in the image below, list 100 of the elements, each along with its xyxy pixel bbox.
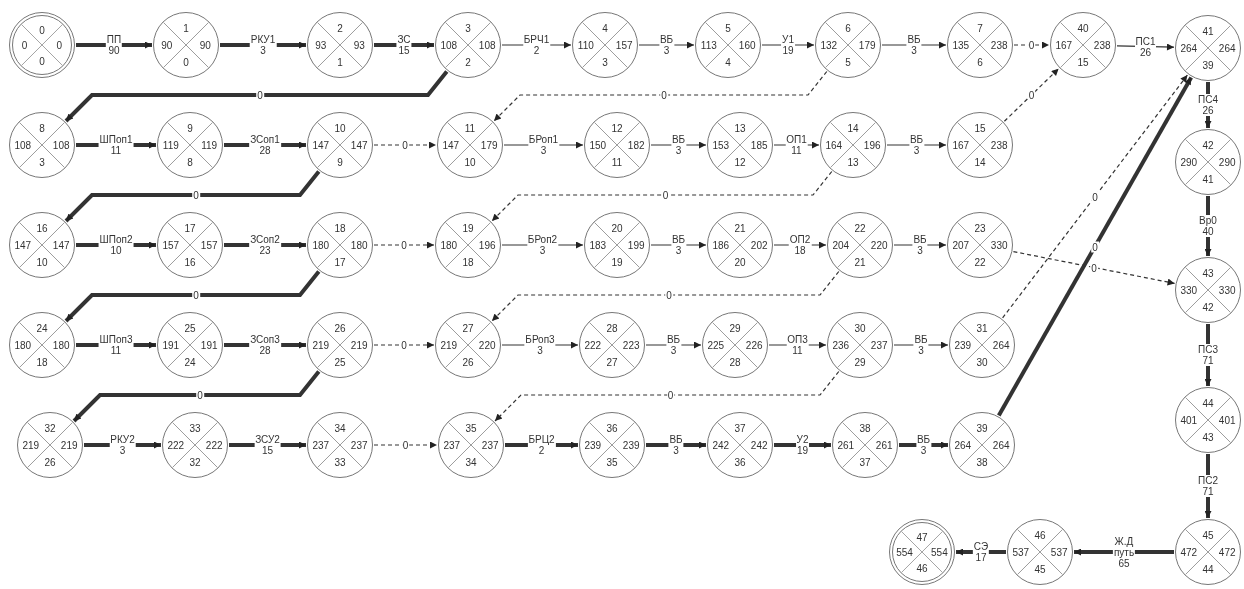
late-time: 238 (990, 139, 1008, 151)
late-time: 191 (200, 339, 218, 351)
early-time: 219 (312, 339, 330, 351)
early-time: 180 (440, 239, 458, 251)
edge-label: 0 (192, 189, 200, 201)
predecessor-number: 33 (334, 456, 346, 468)
predecessor-number: 22 (974, 256, 986, 268)
late-time: 147 (350, 139, 368, 151)
early-time: 147 (442, 139, 460, 151)
early-time: 157 (162, 239, 180, 251)
predecessor-number: 45 (1034, 563, 1046, 575)
predecessor-number: 10 (36, 256, 48, 268)
predecessor-number: 3 (39, 156, 45, 168)
edge-label: ВБ 3 (670, 134, 687, 156)
late-time: 238 (990, 39, 1008, 51)
predecessor-number: 26 (44, 456, 56, 468)
edge-label: ПС4 26 (1197, 94, 1219, 116)
event-number: 13 (734, 122, 746, 134)
edge-label: ЗСоп2 23 (249, 234, 281, 256)
arrow (374, 41, 434, 49)
early-time: 239 (954, 339, 972, 351)
arrow (76, 41, 152, 49)
early-time: 225 (707, 339, 725, 351)
event-number: 42 (1202, 139, 1214, 151)
arrow (64, 70, 449, 123)
late-time: 157 (200, 239, 218, 251)
late-time: 93 (353, 39, 365, 51)
edge-label: 0 (400, 239, 408, 251)
edge-label: ШПоп2 10 (98, 234, 134, 256)
edge-label: ПС2 71 (1197, 475, 1219, 497)
late-time: 185 (750, 139, 768, 151)
event-number: 8 (39, 122, 45, 134)
edge-label: БРЦ2 2 (527, 434, 556, 456)
predecessor-number: 37 (859, 456, 871, 468)
early-time: 183 (589, 239, 607, 251)
late-time: 290 (1218, 156, 1236, 168)
predecessor-number: 3 (602, 56, 608, 68)
dashed-arrow (1012, 251, 1176, 286)
edge-label: БРоп2 3 (526, 234, 559, 256)
event-number: 9 (187, 122, 193, 134)
edge-label: 0 (666, 389, 675, 401)
arrow (997, 76, 1193, 417)
early-time: 119 (162, 139, 179, 151)
late-time: 330 (990, 239, 1008, 251)
predecessor-number: 8 (187, 156, 193, 168)
edge-label: 0 (401, 139, 409, 151)
arrow (72, 370, 321, 423)
early-time: 261 (837, 439, 855, 451)
late-time: 160 (738, 39, 756, 51)
event-number: 10 (334, 122, 346, 134)
dashed-arrow (1013, 41, 1050, 49)
late-time: 237 (350, 439, 368, 451)
late-time: 157 (615, 39, 633, 51)
predecessor-number: 19 (611, 256, 623, 268)
dashed-arrow (373, 241, 435, 249)
edge-label: 0 (1091, 191, 1099, 202)
early-time: 108 (14, 139, 32, 151)
event-number: 26 (334, 322, 346, 334)
late-time: 472 (1218, 546, 1236, 558)
late-time: 0 (56, 39, 63, 51)
predecessor-number: 24 (184, 356, 196, 368)
predecessor-number: 12 (734, 156, 746, 168)
predecessor-number: 5 (845, 56, 851, 68)
early-time: 135 (952, 39, 970, 51)
early-time: 237 (443, 439, 461, 451)
late-time: 90 (199, 39, 211, 51)
early-time: 132 (820, 39, 838, 51)
early-time: 153 (712, 139, 730, 151)
edge-label: 0 (661, 189, 670, 201)
event-number: 25 (184, 322, 196, 334)
dashed-arrow (494, 370, 840, 422)
edge-label: РКУ2 3 (109, 434, 136, 456)
event-number: 15 (974, 122, 986, 134)
event-number: 33 (189, 422, 201, 434)
arrow (893, 241, 947, 249)
predecessor-number: 20 (734, 256, 746, 268)
early-time: 108 (440, 39, 458, 51)
edge-label: ПП 90 (105, 34, 123, 56)
arrow (774, 441, 831, 449)
early-time: 264 (1180, 42, 1198, 54)
predecessor-number: 43 (1202, 431, 1214, 443)
edge-label: У2 19 (795, 434, 810, 456)
late-time: 239 (622, 439, 640, 451)
predecessor-number: 30 (976, 356, 988, 368)
arrow (1204, 324, 1212, 386)
arrow (886, 141, 947, 149)
event-number: 1 (183, 22, 189, 34)
early-time: 236 (832, 339, 850, 351)
early-time: 150 (589, 139, 607, 151)
event-number: 43 (1202, 267, 1214, 279)
predecessor-number: 9 (337, 156, 343, 168)
edge-label: ЗС 15 (396, 34, 412, 56)
late-time: 108 (52, 139, 70, 151)
early-time: 204 (832, 239, 850, 251)
edge-label: БРоп3 3 (524, 334, 556, 356)
event-number: 36 (606, 422, 618, 434)
edge-label: 0 (660, 89, 668, 101)
event-number: 38 (859, 422, 871, 434)
event-number: 18 (334, 222, 346, 234)
event-number: 41 (1202, 25, 1214, 37)
